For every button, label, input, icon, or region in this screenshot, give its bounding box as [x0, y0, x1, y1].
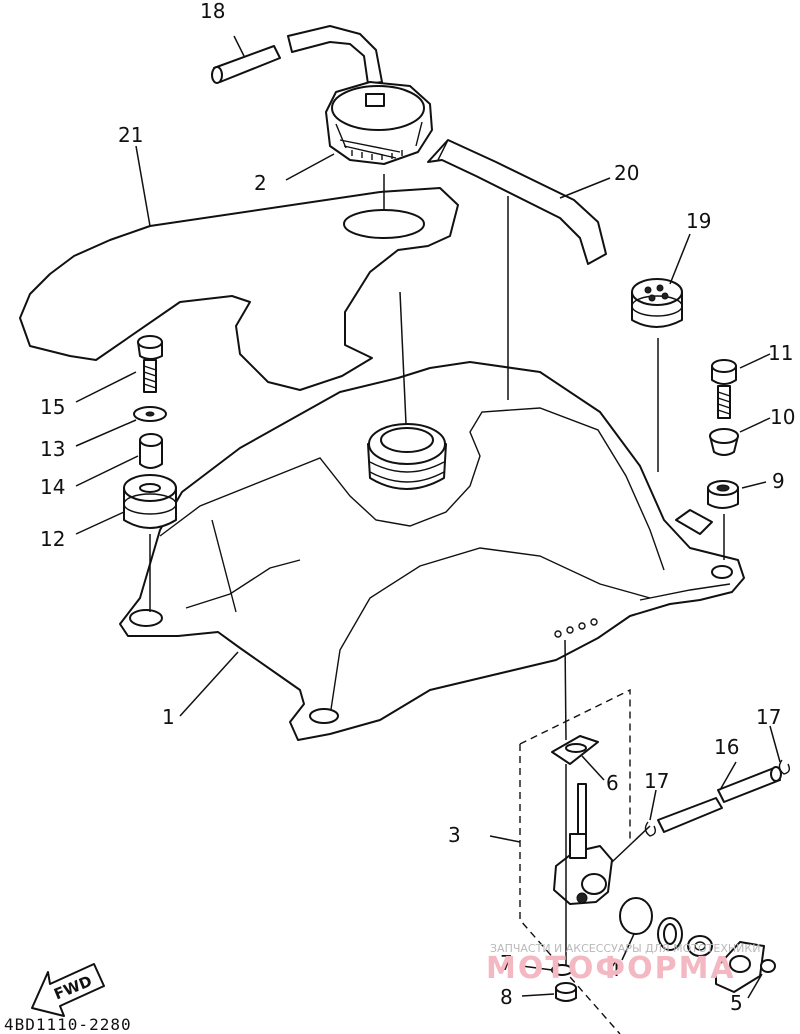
callout-20: 20 [614, 161, 639, 185]
hose-clip-17 [644, 759, 791, 837]
forward-direction-arrow: FWD [31, 963, 105, 1017]
callout-19: 19 [686, 209, 711, 233]
callout-10: 10 [770, 405, 795, 429]
callout-11: 11 [768, 341, 793, 365]
callout-15: 15 [40, 395, 65, 419]
front-mount-bolt-15 [137, 335, 163, 393]
damper-9 [707, 480, 739, 509]
callout-9: 9 [772, 469, 785, 493]
watermark-logo: МОТОФОРМА [486, 951, 736, 986]
callout-1: 1 [162, 705, 175, 729]
callout-6: 6 [606, 771, 619, 795]
alignment-lines [149, 174, 725, 966]
callout-13: 13 [40, 437, 65, 461]
callout-7: 7 [500, 951, 513, 975]
leader-lines [75, 35, 781, 999]
fuel-hose-16 [657, 766, 782, 833]
rear-mount-bolt-11 [711, 359, 737, 419]
watermark-tagline: ЗАПЧАСТИ И АКСЕССУАРЫ ДЛЯ МОТОТЕХНИКИ [490, 942, 760, 955]
fuel-cock-assembly [519, 688, 776, 1034]
callout-17-clip-upper: 17 [756, 705, 781, 729]
fuel-tank [119, 361, 745, 741]
breather-hose [211, 25, 383, 85]
callout-18: 18 [200, 0, 225, 23]
damper-12 [123, 474, 177, 529]
callout-16: 16 [714, 735, 739, 759]
drawing-code: 4BD1110-2280 [4, 1015, 132, 1034]
callout-2: 2 [254, 171, 267, 195]
callout-12: 12 [40, 527, 65, 551]
callout-14: 14 [40, 475, 65, 499]
callout-8: 8 [500, 985, 513, 1009]
grommet-19 [631, 278, 683, 328]
washer-13 [133, 406, 167, 422]
callout-17-clip-lower: 17 [644, 769, 669, 793]
callout-labels: 1 2 3 4 5 6 7 8 9 10 11 12 13 14 15 16 1… [40, 0, 795, 1015]
callout-3: 3 [448, 823, 461, 847]
tank-pad-strip [427, 139, 607, 265]
callout-21: 21 [118, 123, 143, 147]
callout-4: 4 [608, 957, 621, 981]
callout-5: 5 [730, 991, 743, 1015]
tank-cover-pad [19, 187, 459, 391]
collar-14 [139, 433, 163, 469]
collar-10 [709, 428, 739, 456]
watermark: ЗАПЧАСТИ И АКСЕССУАРЫ ДЛЯ МОТОТЕХНИКИ МО… [486, 942, 760, 986]
fuel-cap [325, 81, 433, 165]
